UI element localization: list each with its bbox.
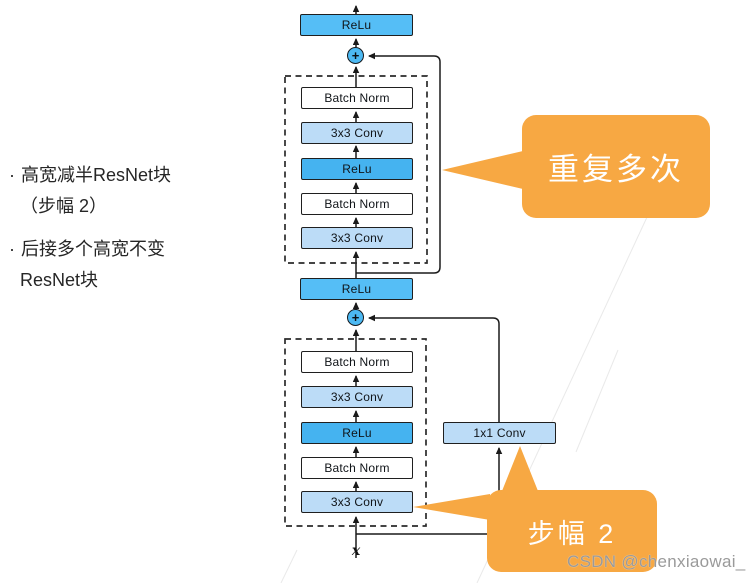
- conv3x3-repeat-1: 3x3 Conv: [301, 122, 413, 144]
- stride-callout: 步幅 2: [487, 490, 657, 572]
- stride-block-border: [284, 338, 427, 527]
- bullet-icon: ·: [9, 165, 15, 185]
- conv3x3-stride-2: 3x3 Conv: [301, 491, 413, 513]
- stride-callout-text: 步幅 2: [527, 518, 617, 549]
- repeat-block-border: [284, 75, 428, 264]
- skip-connection-1x1-to-add2: [368, 314, 500, 422]
- conv1x1-shortcut: 1x1 Conv: [443, 422, 556, 444]
- csdn-watermark: CSDN @chenxiaowai_: [567, 552, 746, 571]
- repeat-callout: 重复多次: [522, 115, 710, 218]
- stride-callout-left-tail-icon: [413, 494, 490, 520]
- batchnorm-stride-2: Batch Norm: [301, 457, 413, 479]
- repeat-callout-tail-icon: [442, 151, 523, 189]
- note-2-line-1: 后接多个高宽不变: [21, 239, 165, 259]
- conv3x3-stride-1: 3x3 Conv: [301, 386, 413, 408]
- note-item-2: · 后接多个高宽不变 ResNet块: [9, 234, 259, 296]
- add-node-bottom: +: [347, 309, 364, 326]
- input-x-label: x: [351, 543, 361, 559]
- flow-arrows: [352, 5, 503, 558]
- note-item-1: · 高宽减半ResNet块 （步幅 2）: [9, 160, 259, 222]
- stride-callout-up-tail-icon: [502, 446, 538, 491]
- batchnorm-repeat-1: Batch Norm: [301, 87, 413, 109]
- relu-middle: ReLu: [300, 278, 413, 300]
- note-2-line-2: ResNet块: [20, 270, 99, 290]
- repeat-callout-text: 重复多次: [548, 152, 684, 187]
- relu-output-top: ReLu: [300, 14, 413, 36]
- conv3x3-repeat-2: 3x3 Conv: [301, 227, 413, 249]
- bullet-icon: ·: [9, 239, 15, 259]
- add-node-top: +: [347, 47, 364, 64]
- batchnorm-stride-1: Batch Norm: [301, 351, 413, 373]
- note-1-line-2: （步幅 2）: [20, 196, 108, 216]
- relu-repeat: ReLu: [301, 158, 413, 180]
- note-1-line-1: 高宽减半ResNet块: [21, 165, 172, 185]
- skip-connection-identity: [356, 52, 441, 274]
- relu-stride: ReLu: [301, 422, 413, 444]
- slide-notes: · 高宽减半ResNet块 （步幅 2） · 后接多个高宽不变 ResNet块: [9, 160, 259, 308]
- dashed-block-borders: [284, 75, 428, 527]
- batchnorm-repeat-2: Batch Norm: [301, 193, 413, 215]
